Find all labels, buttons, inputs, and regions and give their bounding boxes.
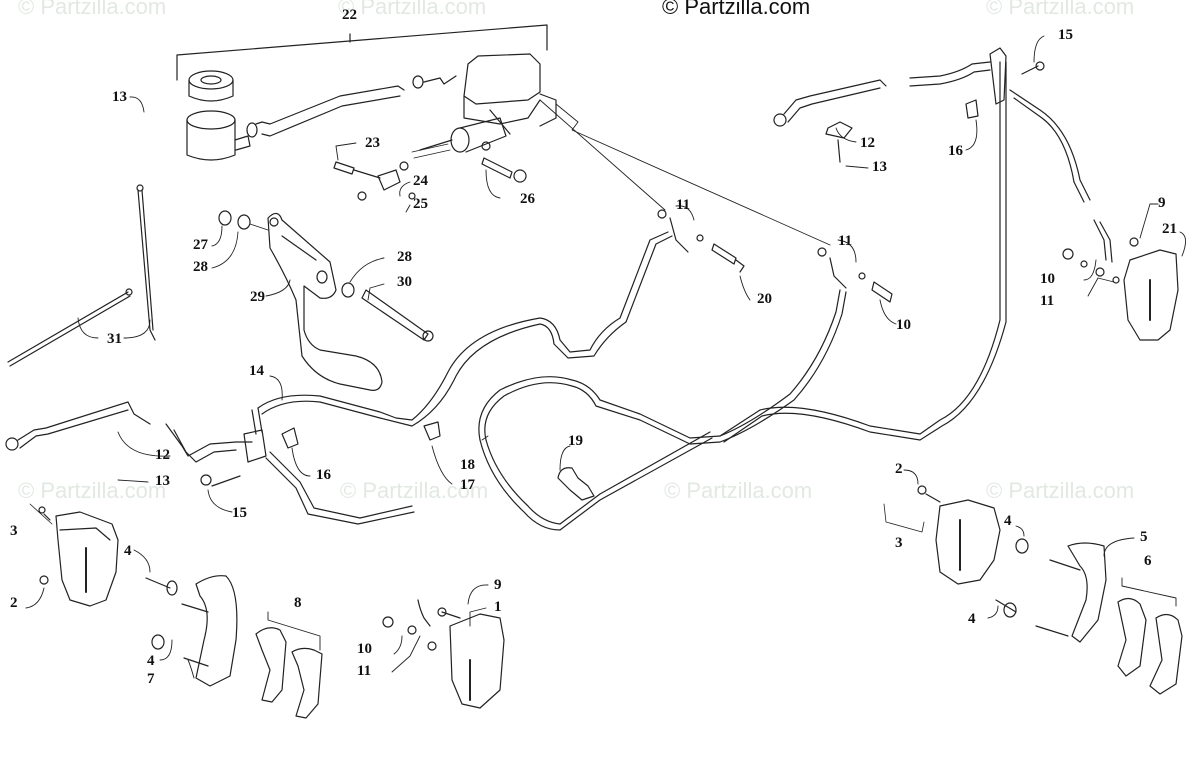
callout-17: 17 <box>460 477 475 493</box>
watermark: © Partzilla.com <box>986 478 1135 503</box>
callout-3: 3 <box>10 523 18 539</box>
brake-line-main <box>257 231 673 427</box>
callout-2: 2 <box>10 595 18 611</box>
callout-9: 9 <box>1158 195 1166 211</box>
caliper-right-rear <box>883 485 1029 618</box>
callout-24: 24 <box>413 173 428 189</box>
callout-3: 3 <box>895 535 903 551</box>
junction-block <box>200 407 415 525</box>
callout-11: 11 <box>676 197 691 213</box>
callout-16: 16 <box>316 467 331 483</box>
reservoir-hose <box>246 75 457 138</box>
assembly-bracket-22 <box>176 24 548 81</box>
callout-5: 5 <box>1140 529 1148 545</box>
callout-10: 10 <box>1040 271 1055 287</box>
caliper-left <box>29 503 119 607</box>
watermark: © Partzilla.com <box>18 478 167 503</box>
pedal-hardware <box>218 210 434 342</box>
callout-28: 28 <box>193 259 208 275</box>
callout-15: 15 <box>232 505 247 521</box>
caliper-center <box>382 599 505 709</box>
banjo-fitting-right <box>817 247 893 303</box>
watermark: © Partzilla.com <box>340 478 489 503</box>
callout-20: 20 <box>757 291 772 307</box>
callout-4: 4 <box>124 543 132 559</box>
callout-28: 28 <box>397 249 412 265</box>
callout-10: 10 <box>896 317 911 333</box>
caliper-bracket-right <box>1035 542 1107 643</box>
callout-13: 13 <box>872 159 887 175</box>
callout-30: 30 <box>397 274 412 290</box>
callout-11: 11 <box>1040 293 1055 309</box>
callout-12: 12 <box>860 135 875 151</box>
callout-13: 13 <box>155 473 170 489</box>
callout-26: 26 <box>520 191 535 207</box>
callout-6: 6 <box>1144 553 1152 569</box>
callout-4: 4 <box>147 653 155 669</box>
callout-19: 19 <box>568 433 583 449</box>
site-title[interactable]: © Partzilla.com <box>662 0 811 19</box>
brake-line-right <box>719 61 1007 443</box>
banjo-fitting-left <box>657 209 745 273</box>
callout-29: 29 <box>250 289 265 305</box>
brake-line-left-front <box>5 401 253 463</box>
callout-27: 27 <box>193 237 208 253</box>
callout-8: 8 <box>294 595 302 611</box>
brake-pads-right <box>1117 577 1183 695</box>
callout-leaders <box>25 35 1186 679</box>
callout-14: 14 <box>249 363 264 379</box>
callout-15: 15 <box>1058 27 1073 43</box>
callout-7: 7 <box>147 671 155 687</box>
callout-12: 12 <box>155 447 170 463</box>
callout-10: 10 <box>357 641 372 657</box>
watermark: © Partzilla.com <box>18 0 167 19</box>
callout-31: 31 <box>107 331 122 347</box>
callout-11: 11 <box>357 663 372 679</box>
callout-13: 13 <box>112 89 127 105</box>
reservoir-cap <box>188 70 234 102</box>
clips-top-right <box>825 61 1045 163</box>
callout-25: 25 <box>413 196 428 212</box>
brake-line-18 <box>478 289 847 531</box>
callout-4: 4 <box>968 611 976 627</box>
watermark: © Partzilla.com <box>338 0 487 19</box>
callout-4: 4 <box>1004 513 1012 529</box>
callout-21: 21 <box>1162 221 1177 237</box>
watermark: © Partzilla.com <box>664 478 813 503</box>
reservoir <box>186 110 251 161</box>
caliper-right-front <box>1062 237 1179 341</box>
master-cylinder <box>411 53 557 159</box>
cable-ties <box>7 184 156 367</box>
caliper-bracket-left <box>145 575 238 687</box>
callout-22: 22 <box>342 7 357 23</box>
callout-1: 1 <box>494 599 502 615</box>
callout-23: 23 <box>365 135 380 151</box>
watermark: © Partzilla.com <box>986 0 1135 19</box>
leader-lines <box>539 99 831 246</box>
brake-pads-left <box>255 611 323 719</box>
callout-2: 2 <box>895 461 903 477</box>
brake-pedal <box>267 212 383 391</box>
callout-11: 11 <box>838 233 853 249</box>
clip-19 <box>557 467 595 501</box>
clip-17 <box>423 421 441 441</box>
callout-9: 9 <box>494 577 502 593</box>
callout-16: 16 <box>948 143 963 159</box>
clevis-parts <box>333 141 527 201</box>
callout-18: 18 <box>460 457 475 473</box>
brake-line-right-top <box>773 47 1113 263</box>
